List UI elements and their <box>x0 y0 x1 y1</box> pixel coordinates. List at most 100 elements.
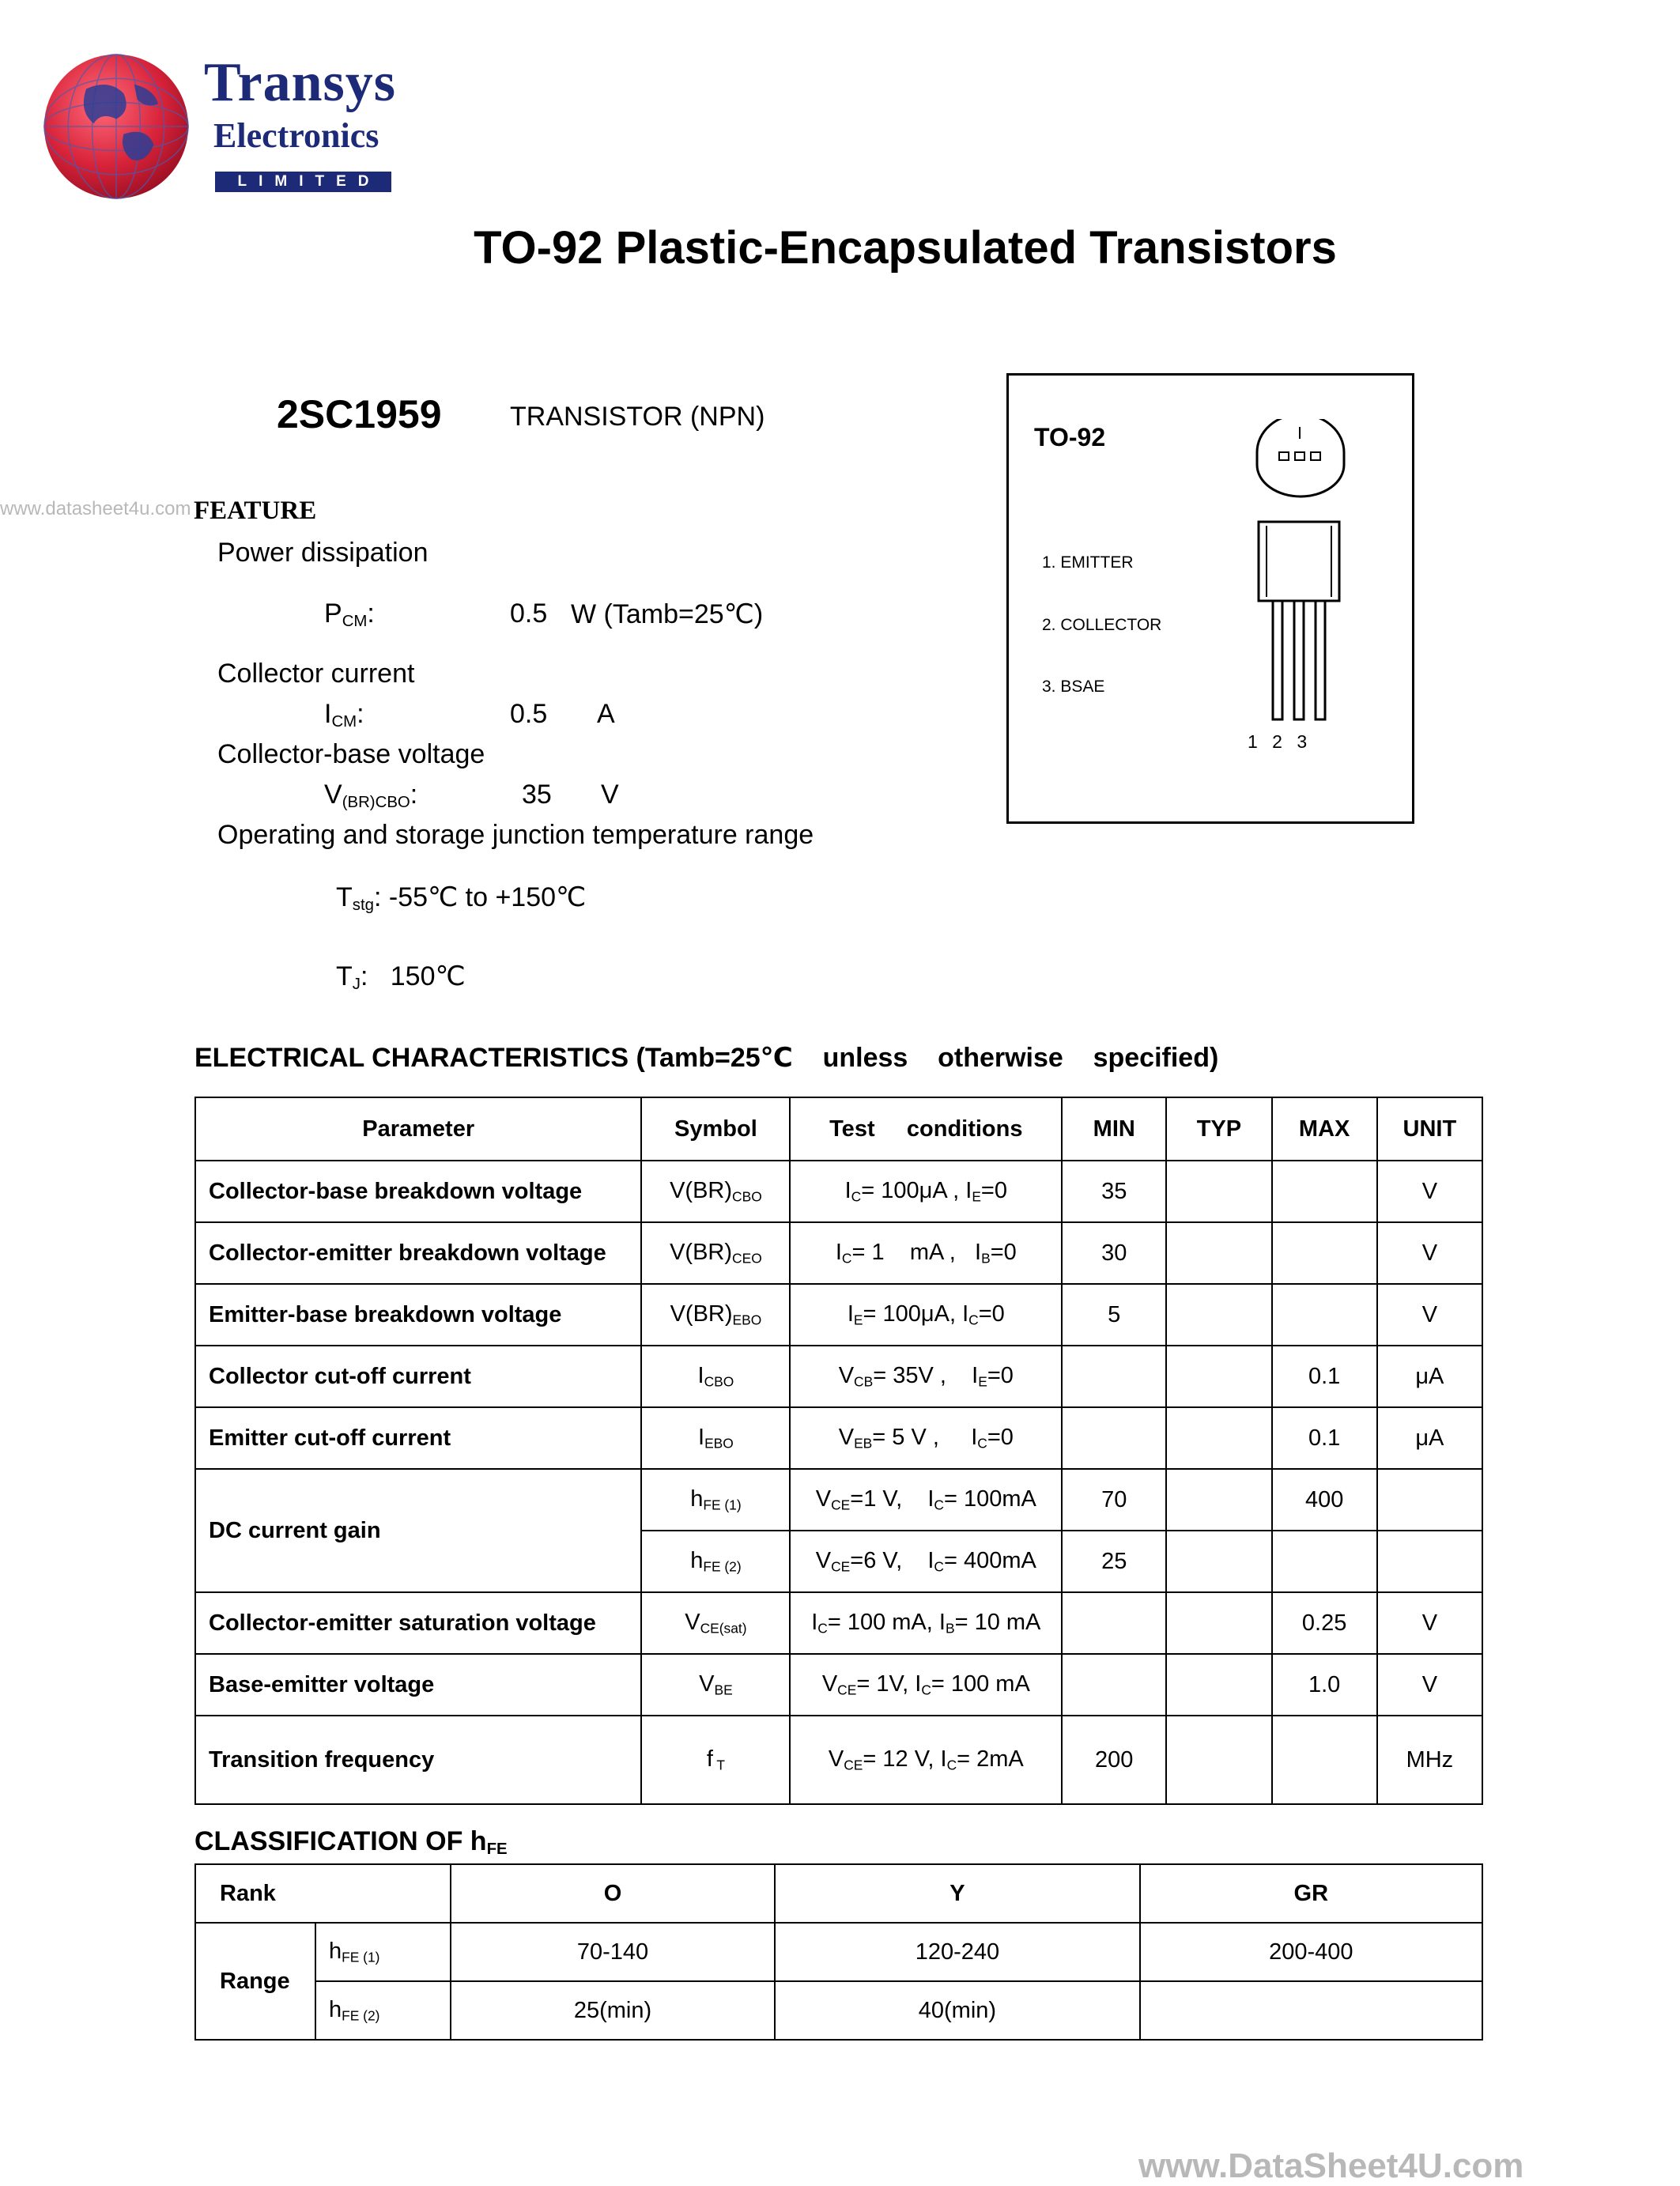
rank-gr: GR <box>1138 1863 1484 1924</box>
min-cell <box>1061 1591 1168 1655</box>
symbol-cell: hFE (1) <box>640 1468 791 1531</box>
typ-cell <box>1165 1406 1273 1470</box>
parameter-cell: Base-emitter voltage <box>194 1653 643 1716</box>
min-cell: 70 <box>1061 1468 1168 1531</box>
electrical-heading: ELECTRICAL CHARACTERISTICS (Tamb=25℃ unl… <box>194 1043 1219 1073</box>
conditions-cell: VCE=1 V, IC= 100mA <box>789 1468 1063 1531</box>
range-value: 40(min) <box>774 1980 1141 2041</box>
parameter-cell: DC current gain <box>194 1468 643 1593</box>
symbol-cell: ICBO <box>640 1345 791 1408</box>
typ-cell <box>1165 1283 1273 1346</box>
conditions-cell: VCE= 12 V, IC= 2mA <box>789 1715 1063 1805</box>
pin-numbers: 1 2 3 <box>1248 731 1312 752</box>
conditions-cell: VCE= 1V, IC= 100 mA <box>789 1653 1063 1716</box>
watermark-bottom: www.DataSheet4U.com <box>1138 2146 1524 2185</box>
typ-cell <box>1165 1160 1273 1223</box>
rank-o: O <box>449 1863 776 1924</box>
max-cell <box>1270 1715 1378 1805</box>
unit-cell: V <box>1376 1653 1484 1716</box>
table-header-row: Parameter Symbol Test conditions MIN TYP… <box>194 1097 1484 1161</box>
min-cell: 30 <box>1061 1221 1168 1285</box>
header-min: MIN <box>1061 1097 1168 1161</box>
parameter-cell: Emitter cut-off current <box>194 1406 643 1470</box>
typ-cell <box>1165 1221 1273 1285</box>
symbol-cell: V(BR)EBO <box>640 1283 791 1346</box>
temperature-range-label: Operating and storage junction temperatu… <box>217 820 814 850</box>
typ-cell <box>1165 1345 1273 1408</box>
pcm-unit: W (Tamb=25℃) <box>571 599 764 629</box>
range-value: 200-400 <box>1138 1922 1484 1982</box>
icm-value: 0.5 <box>510 699 548 729</box>
range-value: 25(min) <box>449 1980 776 2041</box>
min-cell: 25 <box>1061 1530 1168 1593</box>
parameter-cell: Collector-base breakdown voltage <box>194 1160 643 1223</box>
min-cell <box>1061 1406 1168 1470</box>
header-conditions: Test conditions <box>789 1097 1063 1161</box>
header-typ: TYP <box>1165 1097 1273 1161</box>
parameter-cell: Emitter-base breakdown voltage <box>194 1283 643 1346</box>
conditions-cell: VCB= 35V , IE=0 <box>789 1345 1063 1408</box>
unit-cell <box>1376 1530 1484 1593</box>
globe-logo-icon <box>43 54 189 199</box>
symbol-cell: V(BR)CEO <box>640 1221 791 1285</box>
tj-line: TJ: 150℃ <box>336 961 466 994</box>
conditions-cell: IC= 100 mA, IB= 10 mA <box>789 1591 1063 1655</box>
to92-package-drawing <box>1255 419 1346 721</box>
part-description: TRANSISTOR (NPN) <box>510 402 765 432</box>
range-value: 120-240 <box>774 1922 1141 1982</box>
power-dissipation-label: Power dissipation <box>217 538 428 568</box>
typ-cell <box>1165 1530 1273 1593</box>
company-limited-bar: LIMITED <box>215 172 391 192</box>
conditions-cell: IC= 1 mA , IB=0 <box>789 1221 1063 1285</box>
parameter-cell: Collector-emitter saturation voltage <box>194 1591 643 1655</box>
min-cell <box>1061 1653 1168 1716</box>
package-title: TO-92 <box>1034 423 1106 451</box>
header-parameter: Parameter <box>194 1097 643 1161</box>
symbol-cell: VBE <box>640 1653 791 1716</box>
part-number: 2SC1959 <box>277 392 442 436</box>
max-cell: 400 <box>1270 1468 1378 1531</box>
icm-symbol: ICM: <box>324 699 364 731</box>
header-unit: UNIT <box>1376 1097 1484 1161</box>
max-cell <box>1270 1530 1378 1593</box>
electrical-table: Parameter Symbol Test conditions MIN TYP… <box>194 1097 1484 1805</box>
range-value <box>1138 1980 1484 2041</box>
icm-unit: A <box>597 699 615 729</box>
parameter-cell: Collector cut-off current <box>194 1345 643 1408</box>
typ-cell <box>1165 1591 1273 1655</box>
unit-cell: μA <box>1376 1345 1484 1408</box>
collector-current-label: Collector current <box>217 659 415 689</box>
conditions-cell: VEB= 5 V , IC=0 <box>789 1406 1063 1470</box>
conditions-cell: IE= 100μA, IC=0 <box>789 1283 1063 1346</box>
pcm-value: 0.5 <box>510 598 548 629</box>
pin-1-label: 1. EMITTER <box>1042 553 1134 572</box>
unit-cell: MHz <box>1376 1715 1484 1805</box>
max-cell <box>1270 1221 1378 1285</box>
max-cell: 1.0 <box>1270 1653 1378 1716</box>
vcbo-value: 35 <box>522 780 552 810</box>
header-symbol: Symbol <box>640 1097 791 1161</box>
max-cell: 0.25 <box>1270 1591 1378 1655</box>
min-cell <box>1061 1345 1168 1408</box>
min-cell: 5 <box>1061 1283 1168 1346</box>
unit-cell <box>1376 1468 1484 1531</box>
conditions-cell: VCE=6 V, IC= 400mA <box>789 1530 1063 1593</box>
pin-2-label: 2. COLLECTOR <box>1042 616 1162 634</box>
watermark-left: www.datasheet4u.com <box>0 498 191 519</box>
unit-cell: V <box>1376 1221 1484 1285</box>
symbol-cell: IEBO <box>640 1406 791 1470</box>
symbol-cell: hFE (2) <box>640 1530 791 1593</box>
conditions-cell: IC= 100μA , IE=0 <box>789 1160 1063 1223</box>
rank-y: Y <box>774 1863 1141 1924</box>
rank-label: Rank <box>194 1863 451 1924</box>
typ-cell <box>1165 1653 1273 1716</box>
cb-voltage-label: Collector-base voltage <box>217 739 485 769</box>
